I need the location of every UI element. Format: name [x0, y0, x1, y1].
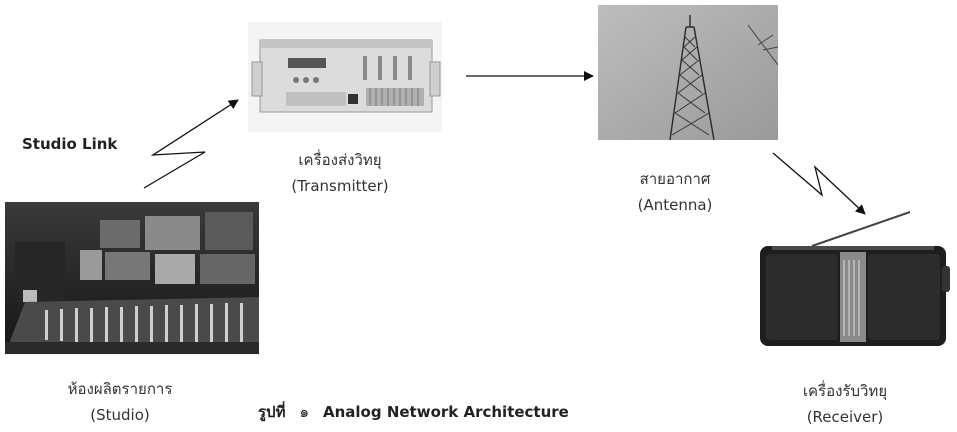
studio-photo-icon — [5, 202, 259, 354]
studio-link-label: Studio Link — [22, 135, 118, 153]
receiver-label: เครื่องรับวิทยุ (Receiver) — [745, 378, 945, 430]
broadcast-arrow — [772, 152, 866, 215]
antenna-label: สายอากาศ (Antenna) — [585, 166, 765, 218]
receiver-name-th: เครื่องรับวิทยุ — [802, 382, 888, 400]
studio-name-th: ห้องผลิตรายการ — [67, 380, 173, 398]
caption-title: Analog Network Architecture — [323, 403, 569, 421]
studio-link-arrow — [143, 99, 239, 189]
antenna-tower-photo-icon — [598, 5, 778, 140]
caption-prefix: รูปที่ — [258, 403, 286, 421]
antenna-name-en: (Antenna) — [637, 196, 713, 214]
figure-caption: รูปที่ ๑ Analog Network Architecture — [258, 400, 569, 424]
antenna-name-th: สายอากาศ — [639, 170, 711, 188]
studio-label: ห้องผลิตรายการ (Studio) — [20, 376, 220, 428]
studio-name-en: (Studio) — [90, 406, 150, 424]
transmitter-name-en: (Transmitter) — [291, 177, 389, 195]
radio-receiver-photo-icon — [752, 208, 954, 353]
transmitter-name-th: เครื่องส่งวิทยุ — [298, 151, 382, 169]
caption-number: ๑ — [299, 403, 309, 421]
transmitter-photo-icon — [248, 22, 442, 132]
transmitter-label: เครื่องส่งวิทยุ (Transmitter) — [240, 147, 440, 199]
receiver-name-en: (Receiver) — [806, 408, 884, 426]
